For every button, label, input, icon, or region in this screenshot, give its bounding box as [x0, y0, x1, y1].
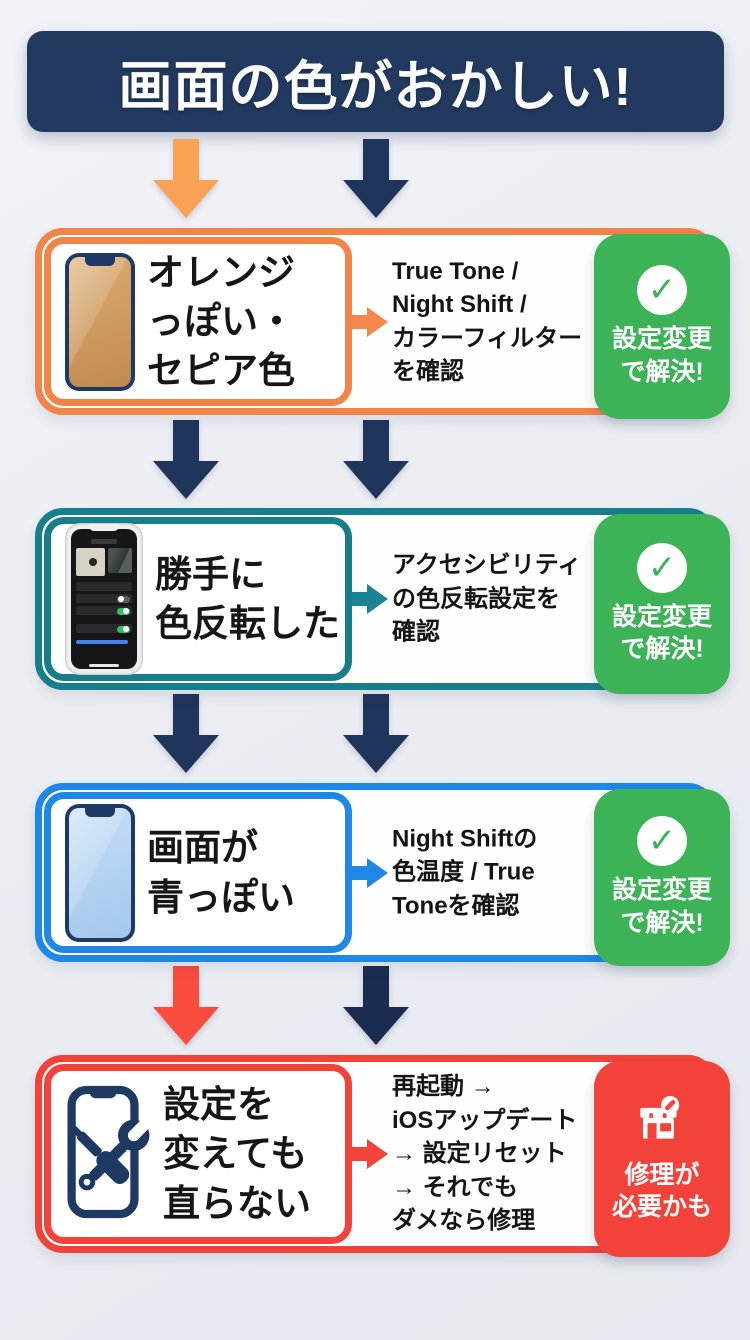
down-arrow-icon — [153, 420, 219, 499]
down-arrow-icon — [343, 420, 409, 499]
flow-row-orange-tint: オレンジ っぽい・ セピア色 True Tone / Night Shift /… — [35, 228, 730, 419]
down-arrow-icon — [343, 694, 409, 773]
flow-row-blue-tint: 画面が 青っぽい Night Shiftの 色温度 / True Toneを確認… — [35, 783, 730, 966]
symptom-text: オレンジ っぽい・ セピア色 — [147, 251, 295, 392]
symptom-cell: 勝手に 色反転した — [44, 517, 352, 681]
flow-row-not-fixed: 設定を 変えても 直らない 再起動 → iOSアップデート → 設定リセット →… — [35, 1055, 730, 1257]
action-text: True Tone / Night Shift / カラーフィルター を確認 — [392, 257, 583, 386]
phone-orange-screen-icon — [65, 252, 135, 391]
action-text: 再起動 → iOSアップデート → 設定リセット → それでも ダメなら修理 — [392, 1073, 578, 1235]
down-arrow-icon — [153, 966, 219, 1045]
down-arrow-icon — [343, 139, 409, 218]
symptom-text: 設定を 変えても 直らない — [163, 1084, 311, 1224]
right-arrow-icon — [352, 306, 388, 337]
title-banner: 画面の色がおかしい! — [27, 31, 724, 132]
right-arrow-icon — [352, 1139, 388, 1169]
badge-label: 修理が 必要かも — [611, 1160, 712, 1222]
flow-row-inverted-colors: 勝手に 色反転した アクセシビリティ の色反転設定を 確認 ✓ 設定変更 で解決… — [35, 508, 730, 694]
action-text: アクセシビリティ の色反転設定を 確認 — [392, 551, 582, 646]
check-icon: ✓ — [637, 265, 687, 315]
page-title: 画面の色がおかしい! — [118, 57, 633, 117]
check-icon: ✓ — [637, 816, 687, 866]
phone-inverted-settings-screenshot-icon — [65, 523, 143, 675]
solved-badge: ✓ 設定変更 で解決! — [594, 514, 730, 694]
symptom-cell: 設定を 変えても 直らない — [44, 1064, 352, 1244]
right-arrow-icon — [352, 584, 388, 614]
down-arrow-icon — [153, 139, 219, 218]
solved-badge: ✓ 設定変更 で解決! — [594, 234, 730, 419]
symptom-text: 勝手に 色反転した — [155, 553, 340, 644]
check-icon: ✓ — [637, 542, 687, 593]
action-text: Night Shiftの 色温度 / True Toneを確認 — [392, 825, 538, 920]
right-arrow-icon — [352, 857, 388, 888]
repair-badge: 修理が 必要かも — [594, 1061, 730, 1257]
down-arrow-icon — [343, 966, 409, 1045]
symptom-text: 画面が 青っぽい — [147, 827, 295, 918]
badge-label: 設定変更 で解決! — [611, 602, 712, 664]
down-arrow-icon — [153, 694, 219, 773]
phone-blue-screen-icon — [65, 803, 135, 942]
badge-label: 設定変更 で解決! — [611, 325, 712, 386]
solved-badge: ✓ 設定変更 で解決! — [594, 789, 730, 966]
symptom-cell: オレンジ っぽい・ セピア色 — [44, 237, 352, 406]
badge-label: 設定変更 で解決! — [611, 876, 712, 937]
symptom-cell: 画面が 青っぽい — [44, 792, 352, 953]
phone-repair-tools-icon — [65, 1081, 152, 1228]
repair-shop-icon — [633, 1095, 691, 1151]
